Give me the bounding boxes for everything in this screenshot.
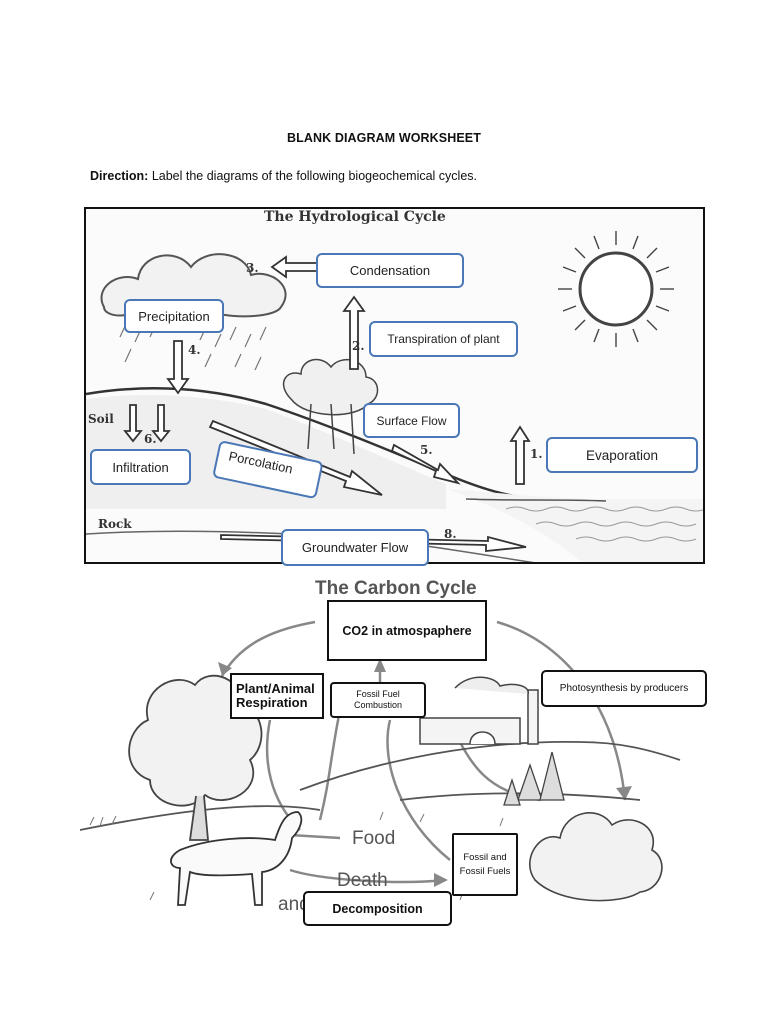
hills-sketch xyxy=(79,740,681,831)
number-8: 8. xyxy=(444,527,457,541)
arrow-condensation xyxy=(270,255,319,279)
label-fossil-fuels[interactable]: Fossil and Fossil Fuels xyxy=(452,833,518,896)
direction-text: Label the diagrams of the following biog… xyxy=(148,169,477,183)
arrow-surface-flow xyxy=(390,443,461,485)
shoreline xyxy=(465,498,607,502)
hydro-title: The Hydrological Cycle xyxy=(264,209,446,225)
bush-sketch xyxy=(529,812,663,902)
arrow-infiltration-1 xyxy=(123,404,143,443)
arrow-evaporation xyxy=(509,425,531,485)
sun-sketch xyxy=(558,231,674,347)
label-fossil-fuel-combustion[interactable]: Fossil Fuel Combustion xyxy=(330,682,426,718)
number-5: 5. xyxy=(420,443,433,457)
label-co2-atmosphere[interactable]: CO2 in atmospaphere xyxy=(327,600,487,661)
water-waves xyxy=(505,506,703,542)
death-label: Death xyxy=(337,870,388,891)
label-condensation[interactable]: Condensation xyxy=(316,253,464,288)
label-evaporation[interactable]: Evaporation xyxy=(546,437,698,473)
label-precipitation[interactable]: Precipitation xyxy=(124,299,224,333)
and-label: and xyxy=(278,894,310,915)
rock-label: Rock xyxy=(98,517,132,531)
label-surface-flow[interactable]: Surface Flow xyxy=(363,403,460,438)
direction-label: Direction: xyxy=(90,169,149,183)
trees-sketch xyxy=(282,358,379,455)
pine-trees-sketch xyxy=(503,751,565,806)
grass-sketch xyxy=(89,811,504,901)
label-groundwater[interactable]: Groundwater Flow xyxy=(281,529,429,566)
arrow-infiltration-2 xyxy=(151,404,171,443)
food-label: Food xyxy=(352,828,396,849)
land-surface xyxy=(86,387,557,503)
label-photosynthesis[interactable]: Photosynthesis by producers xyxy=(541,670,707,707)
label-transpiration[interactable]: Transpiration of plant xyxy=(369,321,518,357)
deer-sketch xyxy=(170,811,303,906)
number-6: 6. xyxy=(144,432,157,446)
label-infiltration[interactable]: Infiltration xyxy=(90,449,191,485)
direction-line: Direction: Label the diagrams of the fol… xyxy=(90,169,477,183)
number-2: 2. xyxy=(352,339,365,353)
worksheet-title: BLANK DIAGRAM WORKSHEET xyxy=(287,131,481,145)
label-decomposition[interactable]: Decomposition xyxy=(303,891,452,926)
soil-label: Soil xyxy=(88,412,114,426)
number-4: 4. xyxy=(188,343,201,357)
number-1: 1. xyxy=(530,447,543,461)
factory-sketch xyxy=(419,676,539,745)
carbon-title: The Carbon Cycle xyxy=(315,578,477,599)
arrow-transpiration xyxy=(342,295,366,370)
number-3: 3. xyxy=(246,261,259,275)
label-respiration[interactable]: Plant/Animal Respiration xyxy=(230,673,324,719)
arrow-precipitation xyxy=(166,340,190,395)
